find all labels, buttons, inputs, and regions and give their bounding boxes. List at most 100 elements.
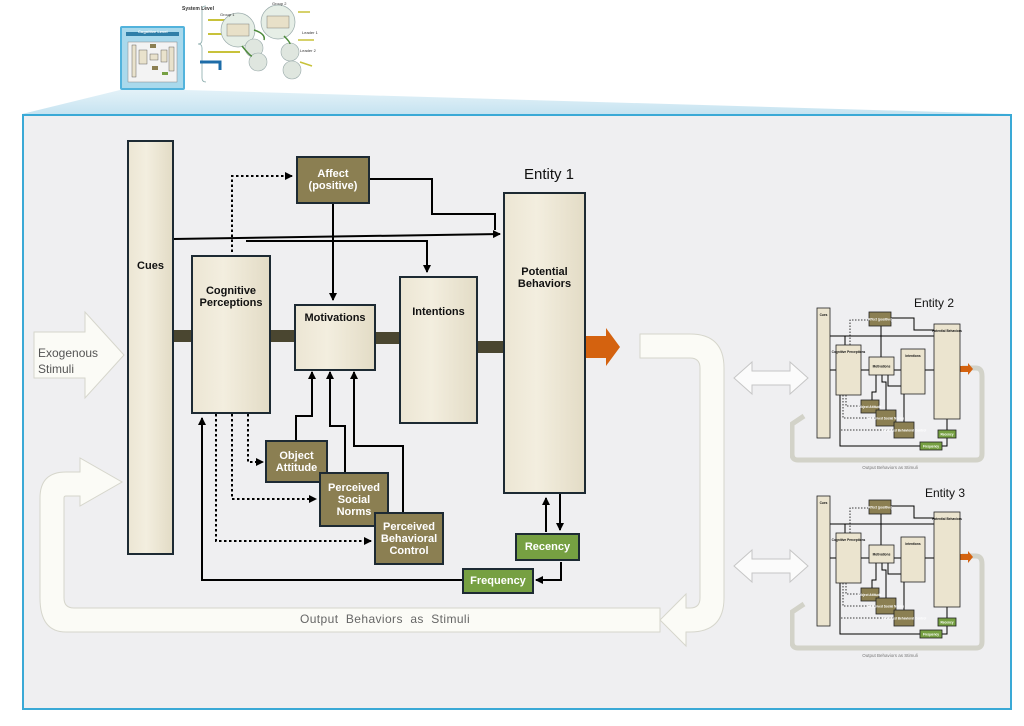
e3-mini-frequency-box — [919, 629, 943, 639]
intentions-box: Intentions — [399, 276, 478, 424]
e3-mini-intentions-box — [900, 536, 926, 583]
e2-mini-object-attitude-label: Object Attitude — [859, 405, 882, 409]
cues-label: Cues — [137, 260, 164, 272]
thumbnail-title: Cognitive Level — [138, 29, 168, 34]
double-arrow-entity-2 — [733, 360, 809, 396]
dotted-perceptions-control — [215, 414, 372, 545]
connector-social-motivations — [326, 371, 346, 474]
dotted-perceptions-affect — [231, 172, 293, 252]
recency-box: Recency — [515, 533, 580, 561]
e2-mini-potential-behaviors-box — [933, 323, 961, 420]
mini-connectors — [789, 317, 985, 463]
e2-mini-perceived-behavioral-control-box — [893, 421, 915, 439]
e3-mini-object-attitude-label: Object Attitude — [859, 593, 882, 597]
e3-mini-cognitive-perceptions-box — [835, 532, 862, 584]
e2-mini-object-attitude-box — [860, 399, 880, 414]
object-attitude-label: Object Attitude — [275, 449, 318, 474]
e2-mini-intentions-box — [900, 348, 926, 395]
mini-connector — [871, 563, 877, 588]
e2-mini-potential-behaviors-label: Potential Behaviors — [932, 329, 962, 333]
double-arrow-entity-3 — [733, 548, 809, 584]
exogenous-stimuli-arrow — [33, 310, 125, 400]
e3-mini-frequency-label: Frequency — [923, 633, 939, 637]
mini-output-orange-arrow — [960, 363, 973, 375]
perceived-behavioral-control-label: Perceived Behavioral Control — [380, 520, 438, 557]
connector-attitude-motivations — [295, 371, 316, 440]
frequency-box: Frequency — [462, 568, 534, 594]
e3-mini-cues-label: Cues — [820, 501, 828, 505]
motivations-label: Motivations — [304, 312, 366, 324]
cues-box: Cues — [127, 140, 174, 555]
e2-mini-frequency-label: Frequency — [923, 445, 939, 449]
e3-mini-affect-label: Affect (positive) — [868, 506, 892, 510]
e2-mini-recency-box — [937, 429, 957, 439]
e2-mini-perceived-behavioral-control-label: Perceived Behavioral Control — [882, 429, 927, 433]
mini-feedback-loop-arrow — [789, 553, 985, 651]
e3-mini-perceived-social-norms-box — [875, 597, 897, 615]
mini-connector — [839, 395, 920, 447]
mini-connector — [887, 375, 905, 422]
e3-mini-recency-box — [937, 617, 957, 627]
thumb-group-1: Group 1 — [220, 12, 235, 17]
e3-mini-perceived-behavioral-control-box — [893, 609, 915, 627]
mini-connector — [871, 375, 877, 400]
e2-mini-perceived-social-norms-label: Perceived Social Norms — [868, 417, 905, 421]
connector-cues-potential-behaviors — [172, 230, 501, 240]
e3-mini-cues-box — [816, 495, 831, 627]
system-level-label: System Level — [182, 6, 215, 12]
recency-label: Recency — [524, 541, 571, 553]
e2-mini-affect-label: Affect (positive) — [868, 318, 892, 322]
cognitive-perceptions-box: Cognitive Perceptions — [191, 255, 271, 414]
mini-connectors — [789, 505, 985, 651]
perceived-behavioral-control-box: Perceived Behavioral Control — [374, 512, 444, 565]
mini-connector — [891, 505, 934, 519]
frequency-label: Frequency — [470, 575, 526, 587]
output-behaviors-label: Output Behaviors as Stimuli — [300, 612, 471, 626]
e3-mini-motivations-label: Motivations — [873, 553, 891, 557]
e3-mini-motivations-box — [868, 544, 895, 564]
e3-mini-perceived-behavioral-control-label: Perceived Behavioral Control — [882, 617, 927, 621]
e2-mini-perceived-social-norms-box — [875, 409, 897, 427]
e3-mini-cognitive-perceptions-label: Cognitive Perceptions — [832, 538, 866, 542]
mini-connector — [942, 626, 948, 635]
e2-mini-output-behaviors-label: Output Behaviors as Stimuli — [862, 465, 918, 470]
feedback-loop-arrow — [39, 333, 725, 648]
e3-mini-perceived-social-norms-label: Perceived Social Norms — [868, 605, 905, 609]
e2-mini-cognitive-perceptions-label: Cognitive Perceptions — [832, 350, 866, 354]
mini-connector — [881, 563, 887, 598]
exogenous-stimuli-line2: Stimuli — [38, 362, 75, 376]
intentions-label: Intentions — [412, 306, 465, 318]
entity-3-label: Entity 3 — [925, 486, 966, 500]
entity-2-label: Entity 2 — [914, 296, 955, 310]
connector-control-motivations — [350, 371, 404, 514]
e3-mini-potential-behaviors-box — [933, 511, 961, 608]
exogenous-stimuli-label: Exogenous Stimuli — [38, 345, 98, 377]
e3-mini-recency-label: Recency — [940, 621, 953, 625]
mini-output-orange-arrow — [960, 551, 973, 563]
e2-mini-cues-box — [816, 307, 831, 439]
mini-connector — [881, 375, 887, 410]
thumb-group-2: Group 2 — [272, 1, 287, 6]
e3-mini-potential-behaviors-label: Potential Behaviors — [932, 517, 962, 521]
motivations-box: Motivations — [294, 304, 376, 371]
affect-label: Affect (positive) — [308, 168, 358, 192]
cognitive-level-thumbnail: Cognitive Level — [120, 26, 185, 90]
e2-mini-motivations-box — [868, 356, 895, 376]
system-level-graph: System Level Group 1 Group 2 Leader 1 Le… — [182, 1, 319, 83]
affect-box: Affect (positive) — [296, 156, 370, 204]
e3-mini-affect-box — [868, 499, 892, 515]
connector-affect-potential-behaviors — [370, 178, 472, 215]
e3-mini-intentions-label: Intentions — [905, 542, 920, 546]
potential-behaviors-label: Potential Behaviors — [517, 266, 572, 290]
potential-behaviors-box: Potential Behaviors — [503, 192, 586, 494]
e2-mini-motivations-label: Motivations — [873, 365, 891, 369]
mini-feedback-loop-arrow — [789, 365, 985, 463]
exogenous-stimuli-line1: Exogenous — [38, 346, 99, 360]
thumb-leader-2: Leader 2 — [300, 48, 317, 53]
perceived-social-norms-label: Perceived Social Norms — [328, 481, 380, 518]
connector-recency-frequency — [535, 562, 562, 584]
e2-mini-recency-label: Recency — [940, 433, 953, 437]
cognitive-perceptions-label: Cognitive Perceptions — [199, 285, 263, 309]
e3-mini-object-attitude-box — [860, 587, 880, 602]
